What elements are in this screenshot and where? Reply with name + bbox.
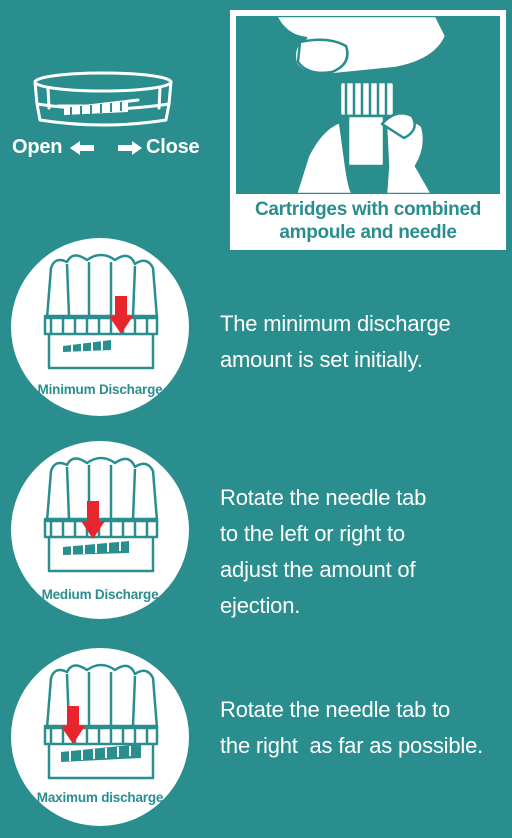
step-1-label: Minimum Discharge — [37, 382, 163, 397]
step-2-text-line: ejection. — [220, 593, 301, 618]
step-2-text-line: adjust the amount of — [220, 557, 416, 582]
minimum-dial-drawing — [37, 253, 163, 402]
arrow-right-icon — [116, 140, 142, 156]
step-2-label: Medium Discharge — [41, 587, 159, 602]
step-1-text-line: The minimum discharge — [220, 311, 451, 336]
red-arrow-icon — [81, 501, 105, 539]
step-2-text-line: to the left or right to — [220, 521, 405, 546]
maximum-dial-drawing — [37, 663, 163, 810]
close-label: Close — [146, 136, 200, 158]
photo-caption-line-2: ampoule and needle — [279, 222, 457, 243]
medium-dial-drawing — [37, 456, 163, 607]
step-2-text: Rotate the needle tab to the left or rig… — [220, 480, 426, 624]
step-3-circle: Maximum discharge — [11, 648, 189, 826]
cartridge-photo-card: Cartridges with combined ampoule and nee… — [230, 10, 506, 250]
step-2-text-line: Rotate the needle tab — [220, 485, 427, 510]
step-1-circle: Minimum Discharge — [11, 238, 189, 416]
open-label: Open — [12, 136, 63, 158]
red-arrow-icon — [61, 706, 85, 744]
step-1-text: The minimum discharge amount is set init… — [220, 306, 451, 378]
step-1-text-line: amount is set initially. — [220, 347, 423, 372]
step-2-circle: Medium Discharge — [11, 441, 189, 619]
dial-drawing — [33, 71, 173, 127]
step-3-label: Maximum discharge — [36, 790, 164, 805]
red-arrow-icon — [109, 296, 133, 334]
photo-caption: Cartridges with combined ampoule and nee… — [230, 198, 506, 244]
hand-holding-cartridge-illustration — [236, 16, 500, 194]
dial-illustration — [28, 68, 178, 138]
photo-caption-line-1: Cartridges with combined — [254, 199, 482, 220]
step-3-text-line: the right as far as possible. — [220, 733, 484, 758]
arrow-left-icon — [70, 140, 96, 156]
step-3-text: Rotate the needle tab to the right as fa… — [220, 692, 483, 764]
step-3-text-line: Rotate the needle tab to — [220, 697, 451, 722]
